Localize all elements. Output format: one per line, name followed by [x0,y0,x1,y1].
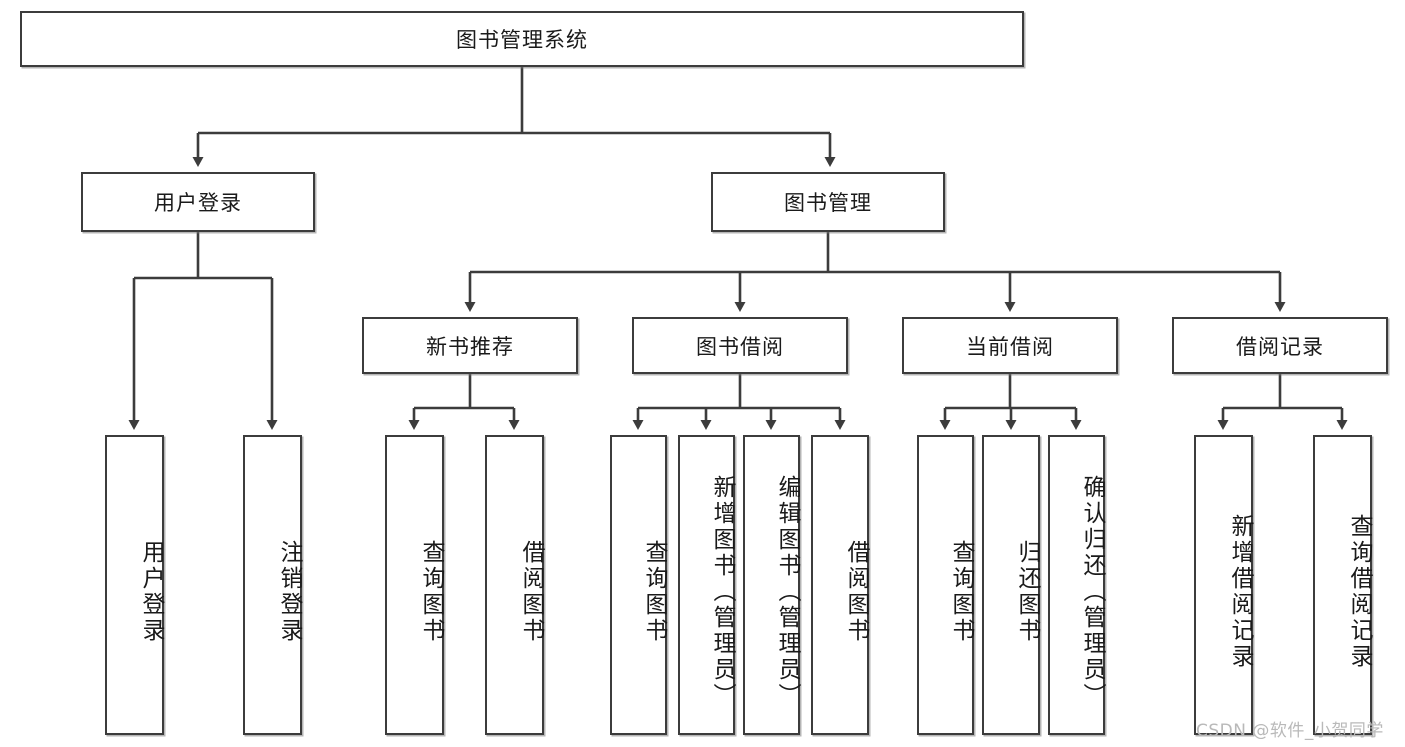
leaf-edit-book-label: 编辑图书（管理员） [774,475,800,709]
leaf-return-book[interactable]: 归还图书 [982,435,1040,735]
node-book-manage[interactable]: 图书管理 [711,172,945,232]
leaf-borrow-book[interactable]: 借阅图书 [811,435,869,735]
node-user-login-label: 用户登录 [154,191,242,215]
node-current-borrow[interactable]: 当前借阅 [902,317,1118,374]
leaf-return-book-label: 归还图书 [1014,540,1040,644]
leaf-user-login[interactable]: 用户登录 [105,435,164,735]
node-root[interactable]: 图书管理系统 [20,11,1024,67]
leaf-borrow-book-label: 借阅图书 [843,540,869,644]
node-book-manage-label: 图书管理 [784,191,872,215]
leaf-borrow-book-rec-label: 借阅图书 [518,540,544,644]
leaf-add-book[interactable]: 新增图书（管理员） [678,435,735,735]
node-user-login[interactable]: 用户登录 [81,172,315,232]
leaf-add-book-label: 新增图书（管理员） [709,475,735,709]
node-borrow-record-label: 借阅记录 [1236,334,1324,359]
leaf-add-record-label: 新增借阅记录 [1227,514,1253,670]
node-book-borrow-label: 图书借阅 [696,334,784,359]
node-current-borrow-label: 当前借阅 [966,334,1054,359]
leaf-logout[interactable]: 注销登录 [243,435,302,735]
leaf-query-book-borrow[interactable]: 查询图书 [610,435,667,735]
leaf-query-record[interactable]: 查询借阅记录 [1313,435,1372,735]
leaf-query-record-label: 查询借阅记录 [1346,514,1372,670]
leaf-query-book-borrow-label: 查询图书 [641,540,667,644]
leaf-query-book-cur-label: 查询图书 [948,540,974,644]
leaf-query-book-cur[interactable]: 查询图书 [917,435,974,735]
leaf-borrow-book-rec[interactable]: 借阅图书 [485,435,544,735]
leaf-user-login-label: 用户登录 [138,540,164,644]
node-root-label: 图书管理系统 [456,28,588,52]
watermark: CSDN @软件_小贺同学 [1196,721,1384,741]
leaf-confirm-return-label: 确认归还（管理员） [1079,475,1105,709]
node-new-book-rec[interactable]: 新书推荐 [362,317,578,374]
leaf-edit-book[interactable]: 编辑图书（管理员） [743,435,800,735]
node-book-borrow[interactable]: 图书借阅 [632,317,848,374]
node-borrow-record[interactable]: 借阅记录 [1172,317,1388,374]
leaf-add-record[interactable]: 新增借阅记录 [1194,435,1253,735]
node-new-book-rec-label: 新书推荐 [426,334,514,359]
leaf-query-book-rec[interactable]: 查询图书 [385,435,444,735]
leaf-logout-label: 注销登录 [276,540,302,644]
leaf-confirm-return[interactable]: 确认归还（管理员） [1048,435,1105,735]
leaf-query-book-rec-label: 查询图书 [418,540,444,644]
